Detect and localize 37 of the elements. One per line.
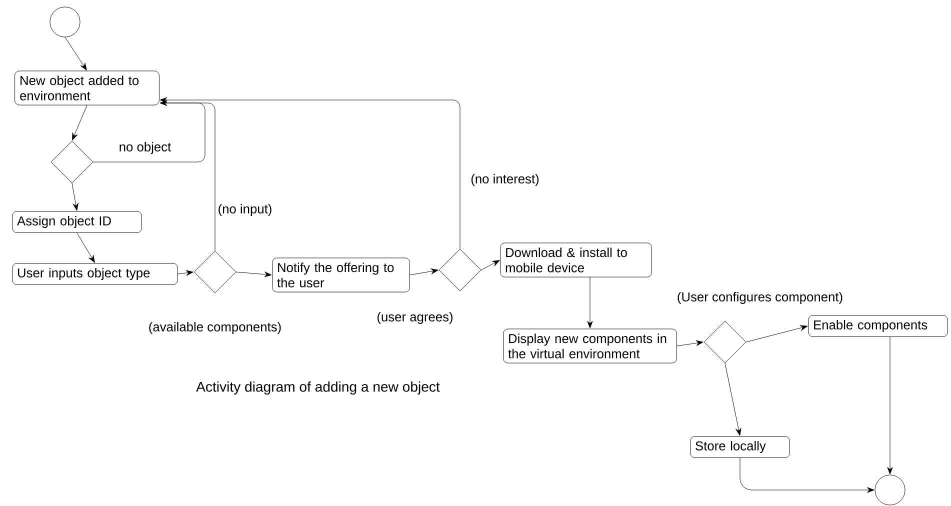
arrow bbox=[160, 100, 216, 251]
edge-label: no object bbox=[118, 140, 172, 156]
node-circle bbox=[874, 474, 906, 506]
activity-box: Notify the offering to the user bbox=[272, 258, 410, 292]
guard-label: (available components) bbox=[149, 322, 281, 334]
decision-diamond bbox=[438, 248, 482, 292]
arrow bbox=[746, 325, 808, 342]
activity-box: Display new components in the virtual environment bbox=[503, 328, 677, 364]
guard-label: (User configures component) bbox=[678, 292, 842, 304]
arrow bbox=[178, 270, 194, 276]
arrow bbox=[587, 277, 593, 328]
activity-box: New object added to environment bbox=[14, 70, 160, 106]
edge-label: (no interest) bbox=[469, 172, 541, 188]
arrow bbox=[740, 458, 874, 493]
node-circle bbox=[50, 6, 80, 38]
arrow bbox=[481, 260, 500, 270]
activity-box: Download & install to mobile device bbox=[500, 242, 652, 278]
activity-box: Store locally bbox=[690, 436, 790, 458]
activity-box: Assign object ID bbox=[12, 211, 142, 233]
activity-box: Enable components bbox=[808, 315, 948, 337]
arrow bbox=[72, 105, 88, 140]
decision-diamond bbox=[50, 140, 94, 184]
decision-diamond bbox=[194, 250, 236, 294]
arrow bbox=[724, 363, 742, 436]
arrow bbox=[64, 37, 87, 70]
decision-diamond bbox=[704, 320, 746, 364]
guard-label: (user agrees) bbox=[377, 312, 452, 324]
caption: Activity diagram of adding a new object bbox=[196, 381, 440, 395]
arrow bbox=[410, 268, 438, 276]
arrow bbox=[76, 232, 95, 263]
arrow bbox=[236, 272, 272, 278]
activity-box: User inputs object type bbox=[12, 263, 178, 285]
arrow bbox=[160, 97, 460, 249]
arrow bbox=[72, 183, 78, 211]
arrow bbox=[887, 336, 893, 474]
arrow bbox=[676, 340, 704, 346]
edge-label: (no input) bbox=[216, 202, 274, 218]
